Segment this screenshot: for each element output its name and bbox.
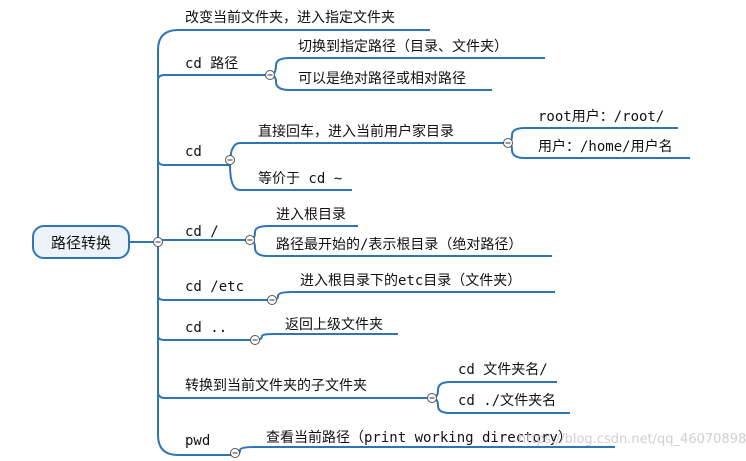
node-root-abs-path[interactable]: 路径最开始的/表示根目录（绝对路径）: [276, 237, 523, 253]
branch-pwd[interactable]: pwd: [185, 433, 211, 449]
node-equivalent[interactable]: 等价于 cd ~: [258, 171, 343, 187]
watermark: https://blog.csdn.net/qq_46070898: [518, 432, 746, 447]
node-enter-root[interactable]: 进入根目录: [276, 207, 346, 223]
branch-cd[interactable]: cd: [185, 144, 202, 160]
node-pwd-desc[interactable]: 查看当前路径（print working directory）: [266, 430, 572, 446]
root-node[interactable]: 路径转换: [32, 225, 130, 259]
node-cd-dot-folder[interactable]: cd ./文件夹名: [458, 393, 557, 409]
node-enter-home[interactable]: 直接回车，进入当前用户家目录: [258, 124, 454, 140]
node-enter-etc[interactable]: 进入根目录下的etc目录（文件夹）: [300, 273, 522, 289]
branch-cd-path[interactable]: cd 路径: [185, 56, 239, 72]
connector-lines: [130, 29, 690, 458]
mind-map: 路径转换 改变当前文件夹，进入指定文件夹 cd 路径 切换到指定路径（目录、文件…: [32, 10, 746, 458]
branch-cd-up[interactable]: cd ..: [185, 320, 228, 336]
node-abs-rel-path[interactable]: 可以是绝对路径或相对路径: [298, 71, 466, 87]
node-normal-user[interactable]: 用户：/home/用户名: [538, 139, 673, 155]
node-root-user[interactable]: root用户：/root/: [538, 109, 665, 125]
node-cd-folder[interactable]: cd 文件夹名/: [458, 362, 548, 378]
node-switch-path[interactable]: 切换到指定路径（目录、文件夹）: [298, 39, 508, 55]
branch-subfolder[interactable]: 转换到当前文件夹的子文件夹: [185, 378, 367, 394]
branch-cd-etc[interactable]: cd /etc: [185, 279, 245, 295]
node-go-up[interactable]: 返回上级文件夹: [285, 317, 383, 333]
branch-cd-root[interactable]: cd /: [185, 224, 219, 240]
branch-change-folder[interactable]: 改变当前文件夹，进入指定文件夹: [185, 10, 395, 26]
